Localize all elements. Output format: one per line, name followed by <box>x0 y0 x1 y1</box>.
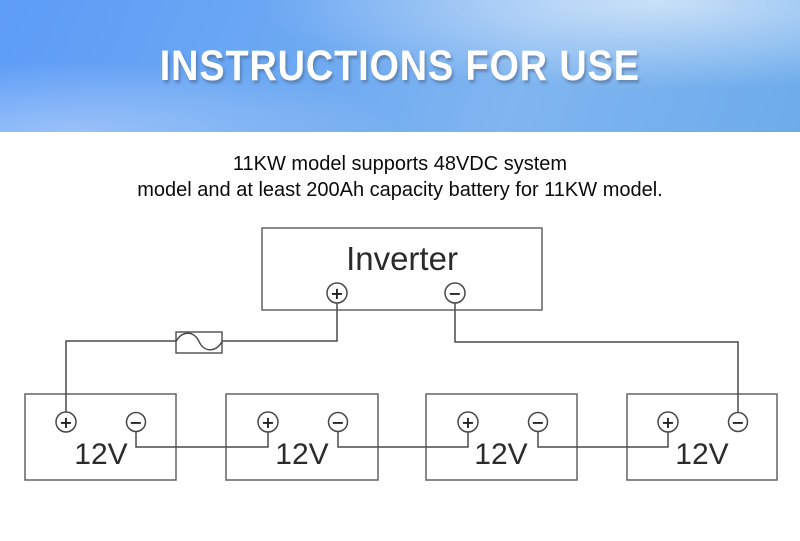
battery-3-label: 12V <box>474 438 527 471</box>
plus-sign: + <box>59 413 72 432</box>
battery-4-box <box>626 393 778 481</box>
battery-2-box <box>225 393 379 481</box>
minus-sign: − <box>331 413 344 432</box>
battery-1-box <box>24 393 177 481</box>
minus-sign: − <box>731 413 744 432</box>
inverter-box <box>261 227 543 311</box>
fuse-wave <box>175 332 223 351</box>
positive-wire-inverter-to-fuse <box>222 303 338 342</box>
negative-wire-inverter-to-battery4 <box>454 303 739 413</box>
plus-circle-icon <box>55 411 77 433</box>
description: 11KW model supports 48VDC system model a… <box>0 151 800 203</box>
minus-circle-icon <box>527 411 549 433</box>
battery-3-box <box>425 393 578 481</box>
inverter-positive-terminal: + <box>326 282 348 304</box>
minus-circle-icon <box>327 411 349 433</box>
battery-3: + − 12V <box>457 411 549 471</box>
plus-sign: + <box>330 284 343 303</box>
battery-4-label: 12V <box>675 438 728 471</box>
series-link-battery3-battery4 <box>537 431 669 448</box>
plus-sign: + <box>661 413 674 432</box>
battery-2-label: 12V <box>275 438 328 471</box>
page-title: INSTRUCTIONS FOR USE <box>159 41 641 90</box>
series-link-battery1-battery2 <box>135 431 269 448</box>
series-link-battery2-battery3 <box>337 431 469 448</box>
plus-circle-icon <box>326 282 348 304</box>
minus-circle-icon <box>727 411 749 433</box>
plus-circle-icon <box>657 411 679 433</box>
battery-1: + − 12V <box>55 411 147 471</box>
plus-sign: + <box>261 413 274 432</box>
inverter-label: Inverter <box>346 240 458 277</box>
fuse-icon <box>175 331 223 354</box>
battery-1-label: 12V <box>74 438 127 471</box>
plus-circle-icon <box>457 411 479 433</box>
battery-2: + − 12V <box>257 411 349 471</box>
minus-sign: − <box>129 413 142 432</box>
minus-sign: − <box>531 413 544 432</box>
positive-wire-fuse-to-battery1 <box>65 340 176 413</box>
plus-sign: + <box>461 413 474 432</box>
minus-circle-icon <box>444 282 466 304</box>
header-banner: INSTRUCTIONS FOR USE <box>0 0 800 132</box>
minus-sign: − <box>448 284 461 303</box>
description-line-2: model and at least 200Ah capacity batter… <box>137 179 663 201</box>
description-line-1: 11KW model supports 48VDC system <box>232 153 568 175</box>
plus-circle-icon <box>257 411 279 433</box>
battery-4: + − 12V <box>657 411 749 471</box>
inverter-negative-terminal: − <box>444 282 466 304</box>
minus-circle-icon <box>125 411 147 433</box>
